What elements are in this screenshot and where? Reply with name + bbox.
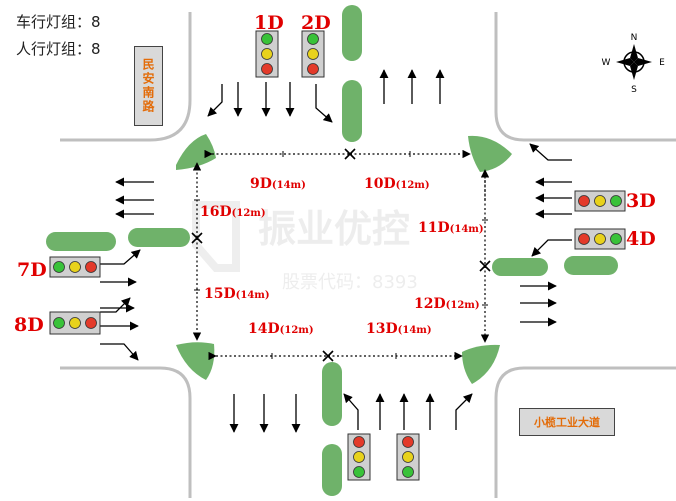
road-curbs: [60, 12, 676, 498]
junction-south: [322, 350, 334, 362]
arrow-w-right-turn: [100, 343, 139, 361]
signal-head-4D: [574, 228, 626, 250]
road-name-west: 民安南路: [134, 46, 163, 126]
arrow-e-left-turn: [531, 239, 572, 257]
medians: [46, 5, 618, 496]
signal-label-2D: 2D: [301, 12, 331, 34]
signal-label-8D: 8D: [14, 314, 44, 336]
crossing-label-11D: 11D(14m): [418, 220, 484, 236]
pedestrian-group-count: 人行灯组：8: [16, 40, 101, 58]
signal-head-2D: [301, 30, 325, 78]
crossing-label-12D: 12D(12m): [414, 296, 480, 312]
lamp-yellow: [69, 261, 81, 273]
signal-labels: 1D 2D 3D 4D 7D 8D: [14, 12, 656, 336]
median-n: [342, 80, 362, 142]
crossing-label-16D: 16D(12m): [200, 204, 266, 220]
lamp-red: [85, 317, 97, 329]
crossing-labels: 9D(14m) 10D(12m) 16D(12m) 11D(14m) 15D(1…: [200, 176, 484, 337]
signal-label-1D: 1D: [254, 12, 284, 34]
signal-label-7D: 7D: [17, 259, 47, 281]
lamp-yellow: [594, 233, 606, 245]
curb-se: [494, 366, 676, 498]
watermark: 振业优控 股票代码：8393: [192, 201, 418, 293]
signal-head-3D: [574, 190, 626, 212]
lamp-green: [610, 233, 622, 245]
island-nw: [176, 134, 216, 170]
island-sw: [176, 342, 215, 380]
lamp-yellow: [261, 48, 273, 60]
median-w: [128, 228, 190, 247]
lamp-red: [353, 436, 365, 448]
lamp-green: [53, 261, 65, 273]
svg-text:振业优控: 振业优控: [258, 207, 410, 251]
lamp-yellow: [402, 451, 414, 463]
svg-text:股票代码：8393: 股票代码：8393: [282, 272, 418, 293]
crosswalk-ticks: [194, 151, 488, 359]
signal-head-7D: [49, 256, 101, 278]
signal-label-3D: 3D: [626, 190, 656, 212]
lamp-red: [402, 436, 414, 448]
arrow-s-right-turn: [455, 393, 473, 430]
svg-text:N: N: [631, 33, 638, 43]
lamp-green: [261, 33, 273, 45]
junction-east: [479, 260, 491, 272]
arrow-s-left-turn: [343, 393, 359, 430]
crossing-label-13D: 13D(14m): [366, 321, 432, 337]
lamp-green: [353, 466, 365, 478]
lamp-red: [85, 261, 97, 273]
junction-north: [344, 148, 356, 160]
median-s-bottom: [322, 444, 342, 496]
svg-text:S: S: [631, 85, 637, 95]
lamp-red: [578, 233, 590, 245]
signal-head-1D: [255, 30, 279, 78]
arrow-n-left-turn: [207, 84, 223, 117]
signal-label-4D: 4D: [626, 228, 656, 250]
median-e-right: [564, 256, 618, 275]
corner-islands: [176, 134, 512, 384]
road-name-south: 小榄工业大道: [519, 408, 615, 436]
median-w-left: [46, 232, 116, 251]
lamp-yellow: [69, 317, 81, 329]
crossing-label-14D: 14D(12m): [248, 321, 314, 337]
arrow-n-right-turn: [315, 84, 333, 123]
lamp-red: [578, 195, 590, 207]
lane-arrows: [100, 69, 572, 433]
arrow-w-straight-3: [100, 297, 131, 313]
curb-ne: [494, 12, 676, 142]
crossing-label-15D: 15D(14m): [204, 286, 270, 302]
lamp-green: [610, 195, 622, 207]
svg-text:E: E: [659, 58, 665, 68]
arrow-w-left-turn: [100, 249, 141, 265]
lamp-red: [307, 63, 319, 75]
svg-text:W: W: [602, 58, 611, 68]
median-n-top: [342, 5, 362, 61]
island-ne: [468, 135, 512, 172]
lamp-green: [53, 317, 65, 329]
lamp-yellow: [307, 48, 319, 60]
island-se: [462, 344, 500, 384]
signal-head-8D: [49, 311, 101, 335]
crosswalks: [192, 149, 490, 361]
compass-icon: N S W E: [602, 33, 666, 95]
lamp-green: [307, 33, 319, 45]
lamp-yellow: [353, 451, 365, 463]
signal-head-south-1: [347, 433, 371, 481]
signal-head-south-2: [396, 433, 420, 481]
crossing-label-10D: 10D(12m): [364, 176, 430, 192]
arrow-e-right-turn: [529, 143, 572, 161]
junction-west: [191, 232, 203, 244]
median-e: [492, 258, 548, 276]
lamp-yellow: [594, 195, 606, 207]
median-s: [322, 362, 342, 426]
crossing-label-9D: 9D(14m): [250, 176, 306, 192]
crosswalk-junctions: [191, 148, 491, 362]
lamp-red: [261, 63, 273, 75]
signal-heads: [49, 30, 626, 481]
curb-sw: [60, 366, 192, 498]
curb-nw: [60, 12, 192, 142]
lamp-green: [402, 466, 414, 478]
vehicle-group-count: 车行灯组：8: [16, 13, 101, 31]
